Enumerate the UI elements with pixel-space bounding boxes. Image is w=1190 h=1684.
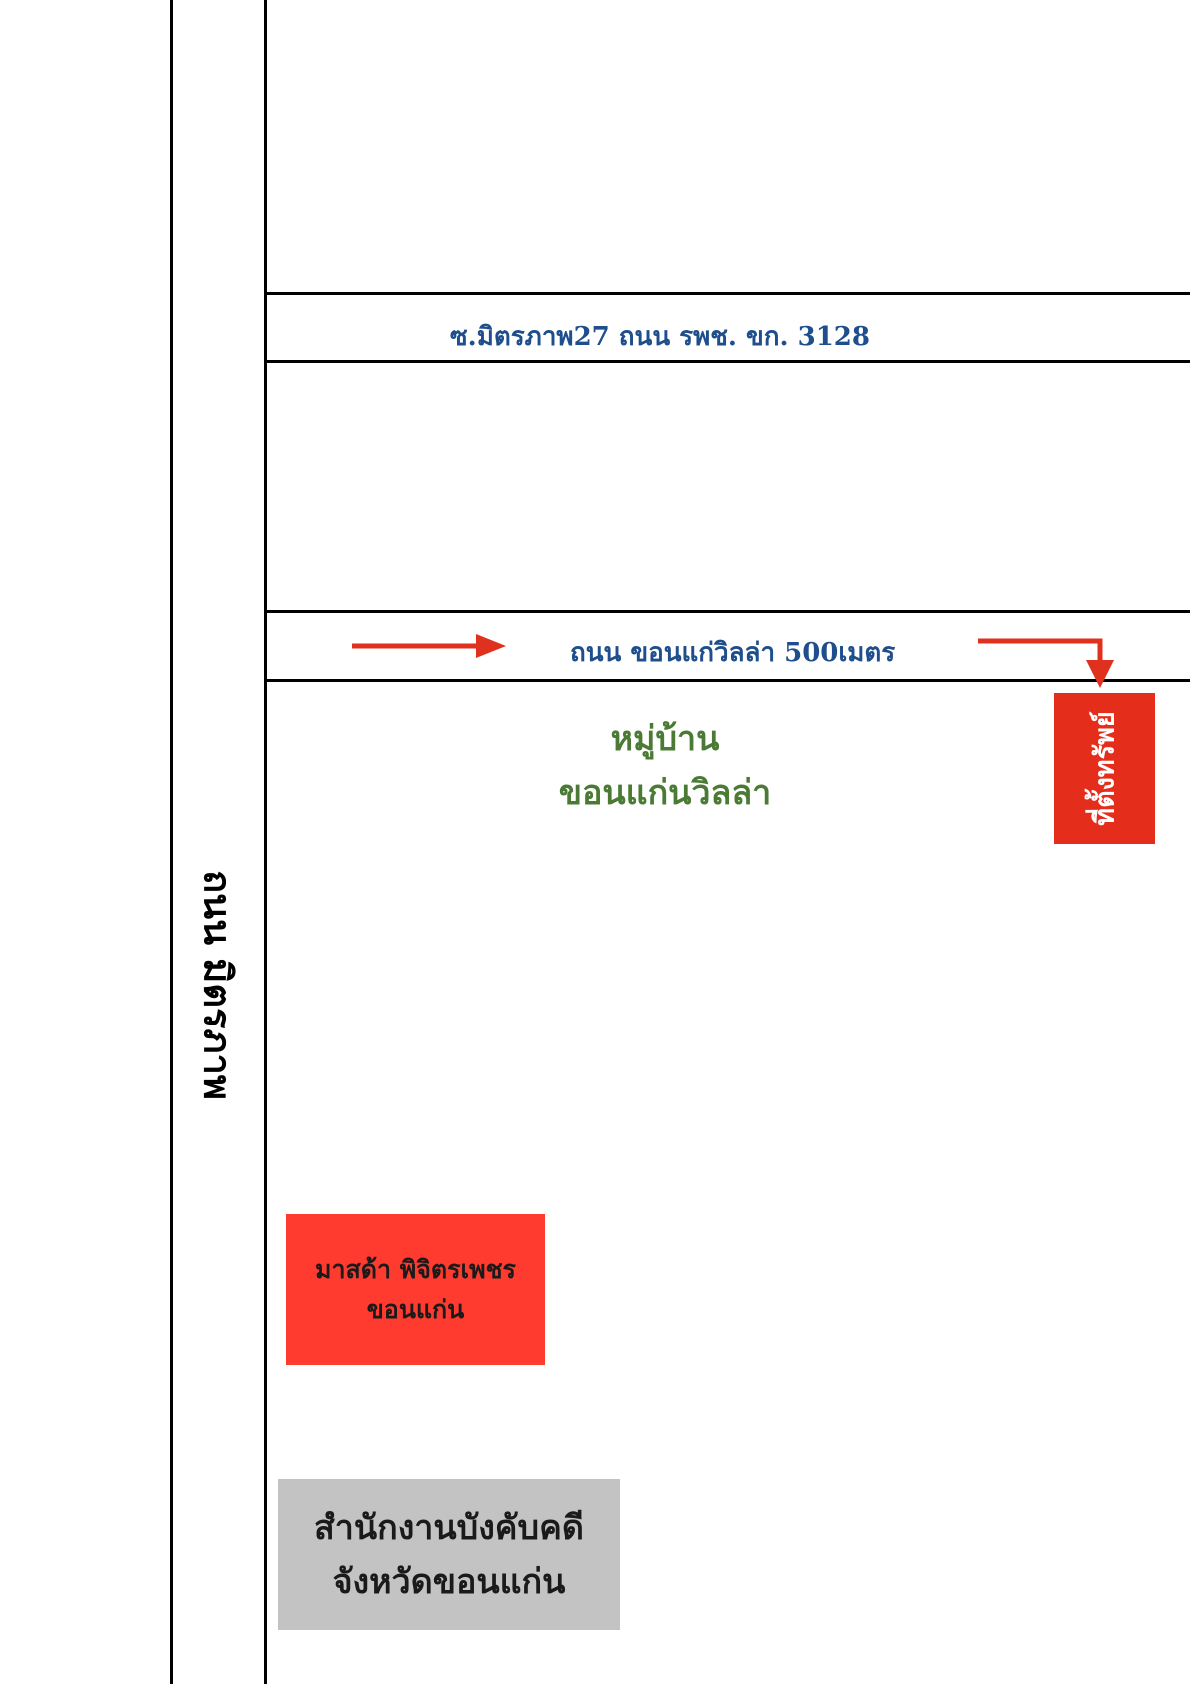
mazda-dealer-marker: มาสด้า พิจิตรเพชร ขอนแก่น — [286, 1214, 545, 1365]
court-label-line1: สำนักงานบังคับคดี — [314, 1507, 584, 1548]
property-label: ที่ตั้งทรัพย์ — [1090, 711, 1121, 826]
legal-execution-office-marker: สำนักงานบังคับคดี จังหวัดขอนแก่น — [278, 1479, 620, 1630]
mazda-label-line2: ขอนแก่น — [366, 1294, 465, 1324]
village-label-line1: หมู่บ้าน — [610, 719, 720, 759]
village-road-bottom-edge — [266, 679, 1190, 682]
soi-label: ซ.มิตรภาพ27 ถนน รพช. ขก. 3128 — [450, 322, 870, 352]
main-road-right-edge — [264, 0, 267, 1684]
soi-bottom-edge — [266, 360, 1190, 363]
village-road-label: ถนน ขอนแก่วิลล่า 500เมตร — [570, 638, 896, 668]
village-label: หมู่บ้าน ขอนแก่นวิลล่า — [540, 712, 790, 820]
court-label-line2: จังหวัดขอนแก่น — [332, 1561, 566, 1602]
main-road-label: ถนน มิตรภาพ — [195, 870, 240, 1100]
village-road-top-edge — [266, 610, 1190, 613]
right-arrow-icon — [352, 634, 506, 658]
main-road-left-edge — [170, 0, 173, 1684]
property-marker: ที่ตั้งทรัพย์ — [1054, 693, 1155, 844]
turn-down-arrow-icon — [978, 638, 1114, 688]
soi-top-edge — [266, 292, 1190, 295]
mazda-label-line1: มาสด้า พิจิตรเพชร — [315, 1254, 516, 1284]
village-label-line2: ขอนแก่นวิลล่า — [558, 773, 772, 813]
